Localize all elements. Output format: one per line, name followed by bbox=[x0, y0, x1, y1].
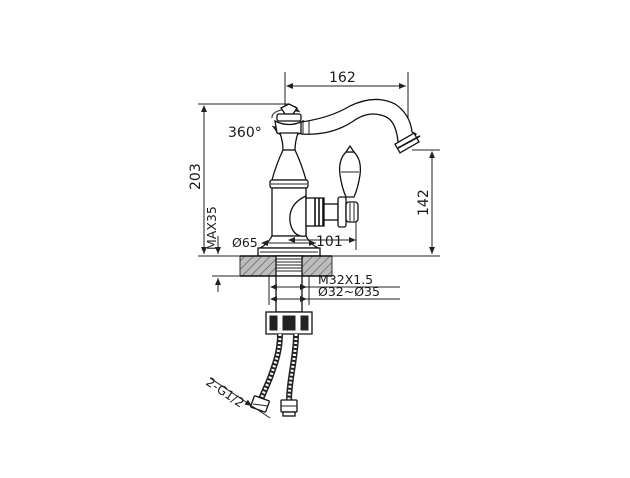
dim-hole-diameter-label: Ø32~Ø35 bbox=[318, 284, 380, 299]
dim-spout-reach-label: 162 bbox=[329, 70, 356, 86]
dim-max-deck-label: MAX35 bbox=[204, 206, 219, 250]
threaded-shank bbox=[268, 255, 310, 313]
dim-base-diameter: Ø65 bbox=[232, 235, 316, 250]
dim-thread-size-label: M32X1.5 bbox=[318, 272, 373, 287]
rotation-label: 360° bbox=[228, 125, 262, 141]
dim-spout-height-label: 142 bbox=[416, 189, 432, 216]
dim-hole-diameter: Ø32~Ø35 bbox=[270, 284, 400, 302]
dim-thread-size: M32X1.5 bbox=[270, 272, 400, 290]
dim-hose-connection-label: 2-G1/2 bbox=[203, 374, 247, 410]
mounting-nut bbox=[265, 311, 313, 335]
dim-base-diameter-label: Ø65 bbox=[232, 235, 258, 250]
dim-spout-height: 142 bbox=[330, 149, 440, 257]
faucet-handle bbox=[289, 144, 362, 237]
faucet-spout bbox=[300, 98, 421, 154]
dim-total-height-label: 203 bbox=[188, 163, 204, 190]
supply-hoses bbox=[250, 333, 299, 417]
dim-handle-offset-label: 101 bbox=[316, 234, 343, 250]
dim-max-deck: MAX35 bbox=[204, 206, 240, 292]
